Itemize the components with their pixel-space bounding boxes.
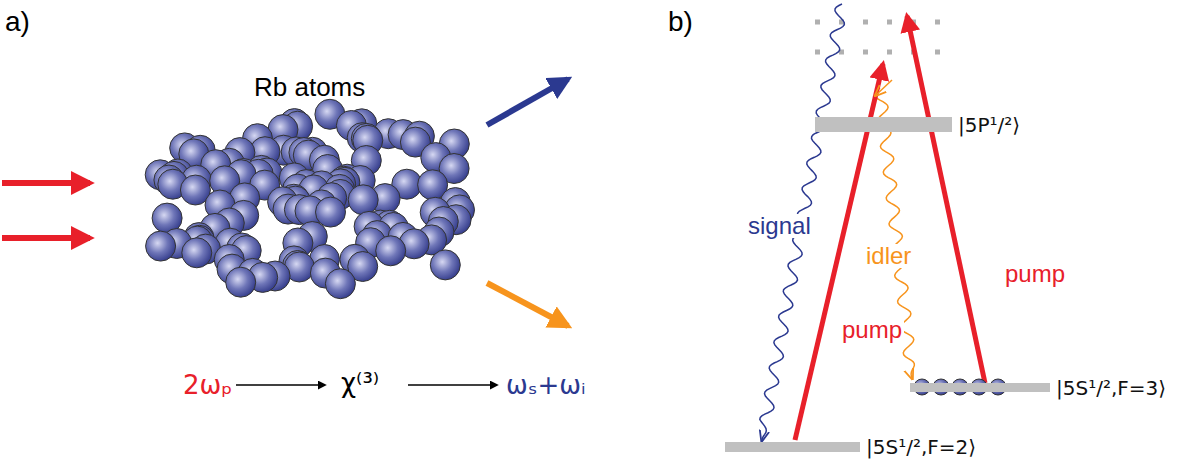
energy-level: |5S¹/²,F=2⟩ — [725, 442, 976, 452]
level-bar — [725, 442, 860, 452]
energy-level: |5P¹/²⟩ — [815, 117, 1020, 132]
output-frequencies: ωₛ+ωᵢ — [506, 372, 586, 398]
process-arrow — [408, 384, 497, 386]
atom — [226, 267, 256, 297]
photon-label: signal — [746, 214, 813, 238]
atom — [146, 231, 176, 261]
atom — [376, 236, 406, 266]
level-label: |5P¹/²⟩ — [958, 115, 1020, 135]
atom-cloud — [145, 99, 474, 298]
atom — [348, 185, 378, 215]
idler-arrow-small — [876, 80, 892, 95]
photon-label: idler — [864, 244, 913, 268]
level-bar — [910, 383, 1050, 392]
pump-frequency: 2ωₚ — [183, 372, 232, 398]
pump-label: pump — [840, 318, 904, 342]
atom — [316, 197, 346, 227]
cloud-label: Rb atoms — [254, 74, 365, 100]
pump-arrow — [2, 235, 90, 241]
idler-arrow — [487, 283, 568, 326]
atom — [182, 238, 212, 268]
virtual-level — [815, 20, 948, 25]
panel-label: b) — [668, 8, 693, 36]
panel-label: a) — [5, 8, 30, 36]
pump-arrow — [2, 180, 90, 186]
process-arrow — [236, 384, 325, 386]
pump-label: pump — [1005, 262, 1065, 286]
susceptibility: χ⁽³⁾ — [341, 370, 379, 396]
pump-transition — [907, 16, 985, 383]
atom — [325, 269, 355, 299]
level-label: |5S¹/²,F=2⟩ — [866, 437, 976, 457]
atom — [430, 250, 460, 280]
level-bar — [815, 117, 952, 132]
signal-arrow — [487, 79, 568, 125]
energy-level: |5S¹/²,F=3⟩ — [910, 383, 1166, 392]
level-label: |5S¹/²,F=3⟩ — [1056, 378, 1166, 398]
